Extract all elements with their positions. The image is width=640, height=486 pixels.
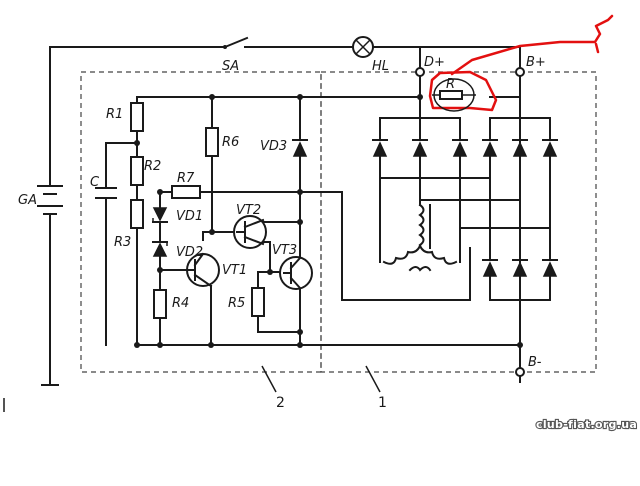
zener-vd2 xyxy=(152,241,168,257)
block-number-2: 2 xyxy=(276,395,285,411)
circled-resistor-r xyxy=(432,78,476,112)
label-vd2: VD2 xyxy=(176,245,203,260)
resistor-r3 xyxy=(130,199,144,229)
block-number-1: 1 xyxy=(378,395,387,411)
label-d-plus: D+ xyxy=(424,55,445,70)
resistor-r7 xyxy=(171,185,201,199)
label-r1: R1 xyxy=(106,107,123,122)
rectifier-diodes xyxy=(372,139,558,277)
terminal-b-minus xyxy=(515,367,525,377)
label-r4: R4 xyxy=(172,296,189,311)
zener-vd1 xyxy=(152,207,168,223)
red-annotation xyxy=(428,14,614,112)
resistor-r1 xyxy=(130,102,144,132)
callout-leader-1 xyxy=(365,365,381,393)
label-b-minus: B- xyxy=(528,355,542,370)
label-sa: SA xyxy=(222,59,239,74)
label-hl: HL xyxy=(372,59,389,74)
terminal-b-plus xyxy=(515,67,525,77)
label-vd1: VD1 xyxy=(176,209,203,224)
resistor-r6 xyxy=(205,127,219,157)
label-r5: R5 xyxy=(228,296,245,311)
warning-lamp xyxy=(352,36,374,58)
label-c: C xyxy=(90,175,100,190)
label-r3: R3 xyxy=(114,235,131,250)
resistor-r5 xyxy=(251,287,265,317)
capacitor-c xyxy=(95,187,117,199)
stator-winding xyxy=(382,203,458,272)
diode-vd3 xyxy=(292,139,308,157)
transistor-vt3 xyxy=(279,256,313,290)
label-r2: R2 xyxy=(144,159,161,174)
label-r: R xyxy=(446,77,455,92)
label-vd3: VD3 xyxy=(260,139,287,154)
junction-dots xyxy=(134,94,523,348)
label-b-plus: B+ xyxy=(526,55,546,70)
ignition-switch xyxy=(223,36,249,49)
regulator-wiring xyxy=(105,96,521,346)
resistor-r2 xyxy=(130,156,144,186)
label-r7: R7 xyxy=(177,171,195,186)
transistor-vt1 xyxy=(186,252,220,288)
transistor-vt2 xyxy=(233,215,267,249)
label-vt2: VT2 xyxy=(236,203,261,218)
callout-leader-2 xyxy=(261,365,277,393)
watermark-text: club-fiat.org.ua xyxy=(536,418,637,431)
label-vt1: VT1 xyxy=(222,263,247,278)
resistor-r4 xyxy=(153,289,167,319)
rectifier-wiring xyxy=(379,96,551,301)
label-r6: R6 xyxy=(222,135,239,150)
battery-symbol xyxy=(37,179,63,223)
label-ga: GA xyxy=(18,193,37,208)
label-vt3: VT3 xyxy=(272,243,297,258)
terminal-d-plus xyxy=(415,67,425,77)
